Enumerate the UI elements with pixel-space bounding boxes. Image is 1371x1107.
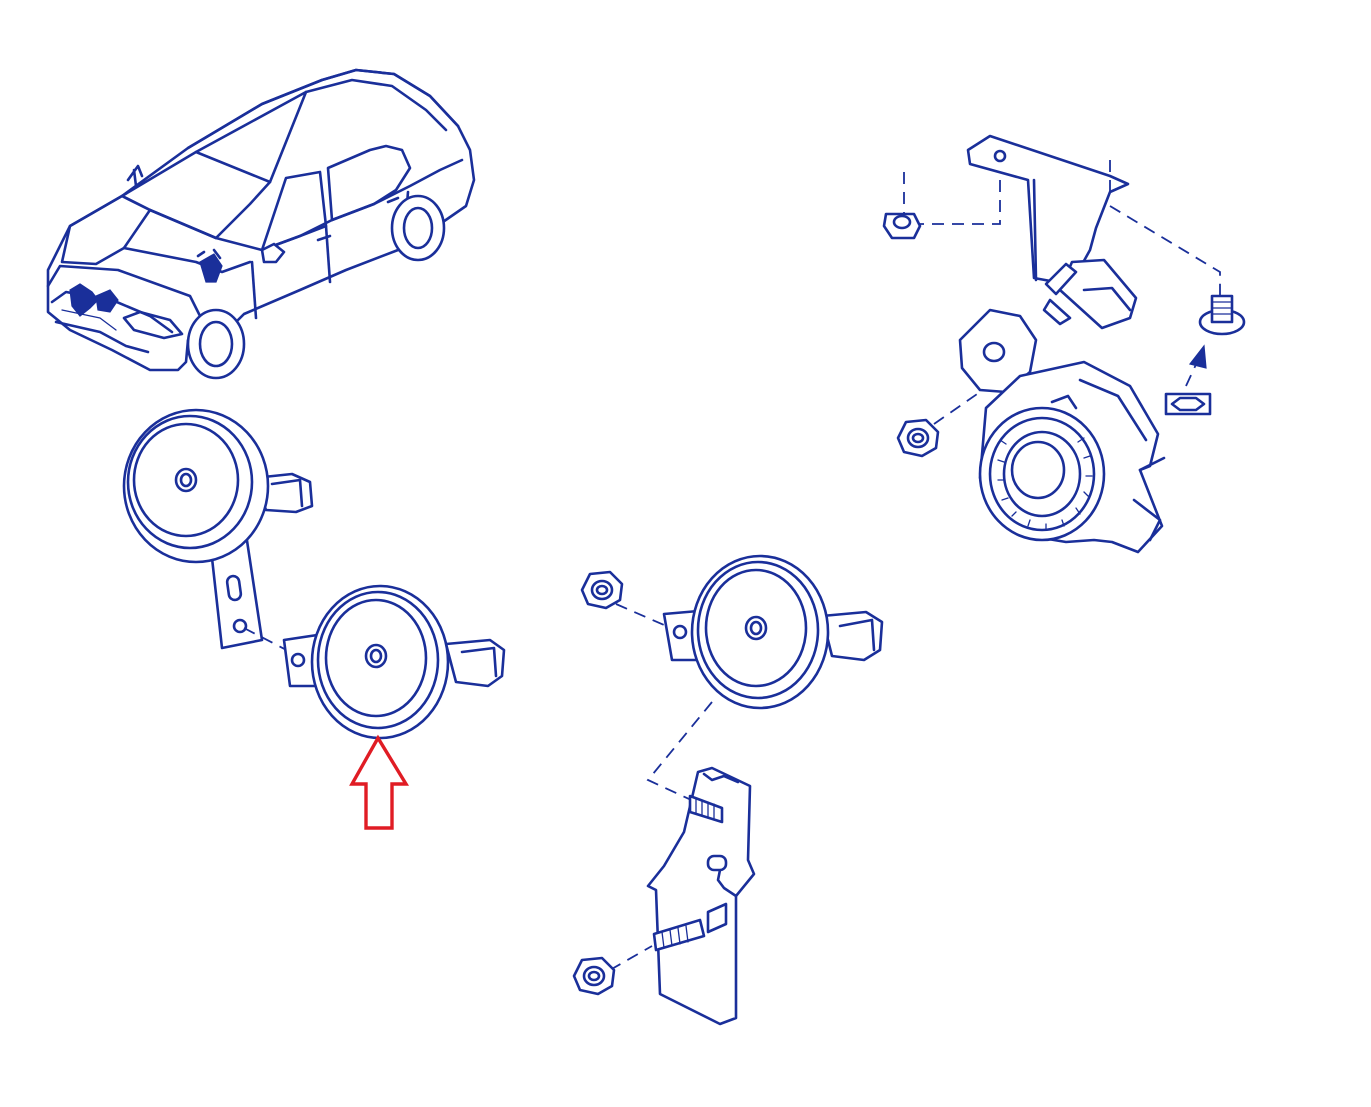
nut-icon [572, 956, 616, 996]
nut-icon [896, 418, 940, 458]
bracket-icon [646, 766, 756, 1026]
siren-icon [958, 134, 1166, 554]
horn-upper-left [122, 408, 314, 650]
nut-icon [580, 570, 624, 610]
up-arrow-icon [349, 734, 410, 830]
clip-icon [882, 212, 922, 240]
horn-highlighted [282, 584, 506, 740]
horn-center [662, 554, 884, 710]
bolt-icon [1198, 294, 1246, 336]
car-icon [46, 68, 476, 380]
